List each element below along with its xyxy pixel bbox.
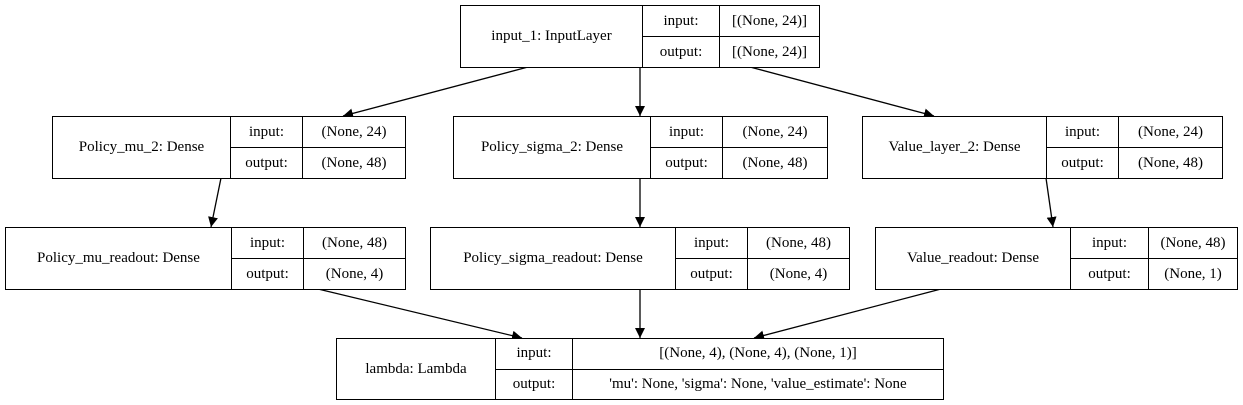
node-name: Policy_mu_2: Dense — [53, 117, 231, 178]
input-key: input: — [1091, 234, 1127, 251]
output-shape: (None, 48) — [1119, 147, 1222, 178]
node-name: Policy_sigma_2: Dense — [454, 117, 651, 178]
node-value-readout: Value_readout: Dense input: output: (Non… — [875, 227, 1238, 290]
output-shape: (None, 48) — [303, 147, 405, 178]
node-input-1: input_1: InputLayer input: output: [(Non… — [460, 5, 820, 68]
input-shape: (None, 24) — [321, 123, 387, 140]
node-name: lambda: Lambda — [337, 339, 496, 399]
input-shape: (None, 48) — [322, 234, 387, 251]
input-key: input: — [249, 234, 285, 251]
output-key: output: — [651, 147, 722, 178]
output-key: output: — [232, 258, 303, 289]
edge-input-to-policy-mu-2 — [342, 66, 529, 119]
input-key: input: — [516, 345, 552, 362]
input-key: input: — [668, 123, 704, 140]
edge-policy-mu-readout-to-lambda — [317, 288, 523, 341]
output-shape: (None, 4) — [748, 258, 849, 289]
edge-input-to-value-layer-2 — [749, 66, 935, 119]
output-key: output: — [231, 147, 302, 178]
node-policy-sigma-readout: Policy_sigma_readout: Dense input: outpu… — [430, 227, 850, 290]
output-key: output: — [496, 368, 572, 400]
input-key: input: — [1064, 123, 1100, 140]
input-shape: (None, 24) — [1138, 123, 1203, 140]
node-policy-mu-readout: Policy_mu_readout: Dense input: output: … — [5, 227, 406, 290]
edge-policy-mu-2-to-readout — [208, 177, 222, 228]
output-key: output: — [676, 258, 747, 289]
node-name: Policy_sigma_readout: Dense — [431, 228, 676, 289]
input-shape: [(None, 24)] — [732, 12, 807, 29]
node-value-layer-2: Value_layer_2: Dense input: output: (Non… — [862, 116, 1223, 179]
output-shape: (None, 4) — [304, 258, 405, 289]
output-shape: (None, 48) — [723, 147, 827, 178]
node-policy-sigma-2: Policy_sigma_2: Dense input: output: (No… — [453, 116, 828, 179]
input-shape: (None, 48) — [1160, 234, 1226, 251]
output-shape: 'mu': None, 'sigma': None, 'value_estima… — [573, 368, 943, 400]
edge-value-readout-to-lambda — [753, 288, 942, 341]
input-shape: (None, 24) — [742, 123, 808, 140]
node-name: Value_readout: Dense — [876, 228, 1071, 289]
input-shape: [(None, 4), (None, 4), (None, 1)] — [659, 345, 857, 362]
output-shape: [(None, 24)] — [720, 36, 819, 67]
node-name: Policy_mu_readout: Dense — [6, 228, 232, 289]
node-name: Value_layer_2: Dense — [863, 117, 1047, 178]
input-shape: (None, 48) — [766, 234, 831, 251]
output-key: output: — [1071, 258, 1148, 289]
node-name: input_1: InputLayer — [461, 6, 643, 67]
node-lambda: lambda: Lambda input: output: [(None, 4)… — [336, 338, 944, 400]
node-policy-mu-2: Policy_mu_2: Dense input: output: (None,… — [52, 116, 406, 179]
input-key: input: — [663, 12, 699, 29]
output-key: output: — [1047, 147, 1118, 178]
input-key: input: — [248, 123, 284, 140]
input-key: input: — [693, 234, 729, 251]
output-shape: (None, 1) — [1149, 258, 1237, 289]
edge-value-layer-2-to-readout — [1045, 177, 1057, 228]
output-key: output: — [643, 36, 719, 67]
